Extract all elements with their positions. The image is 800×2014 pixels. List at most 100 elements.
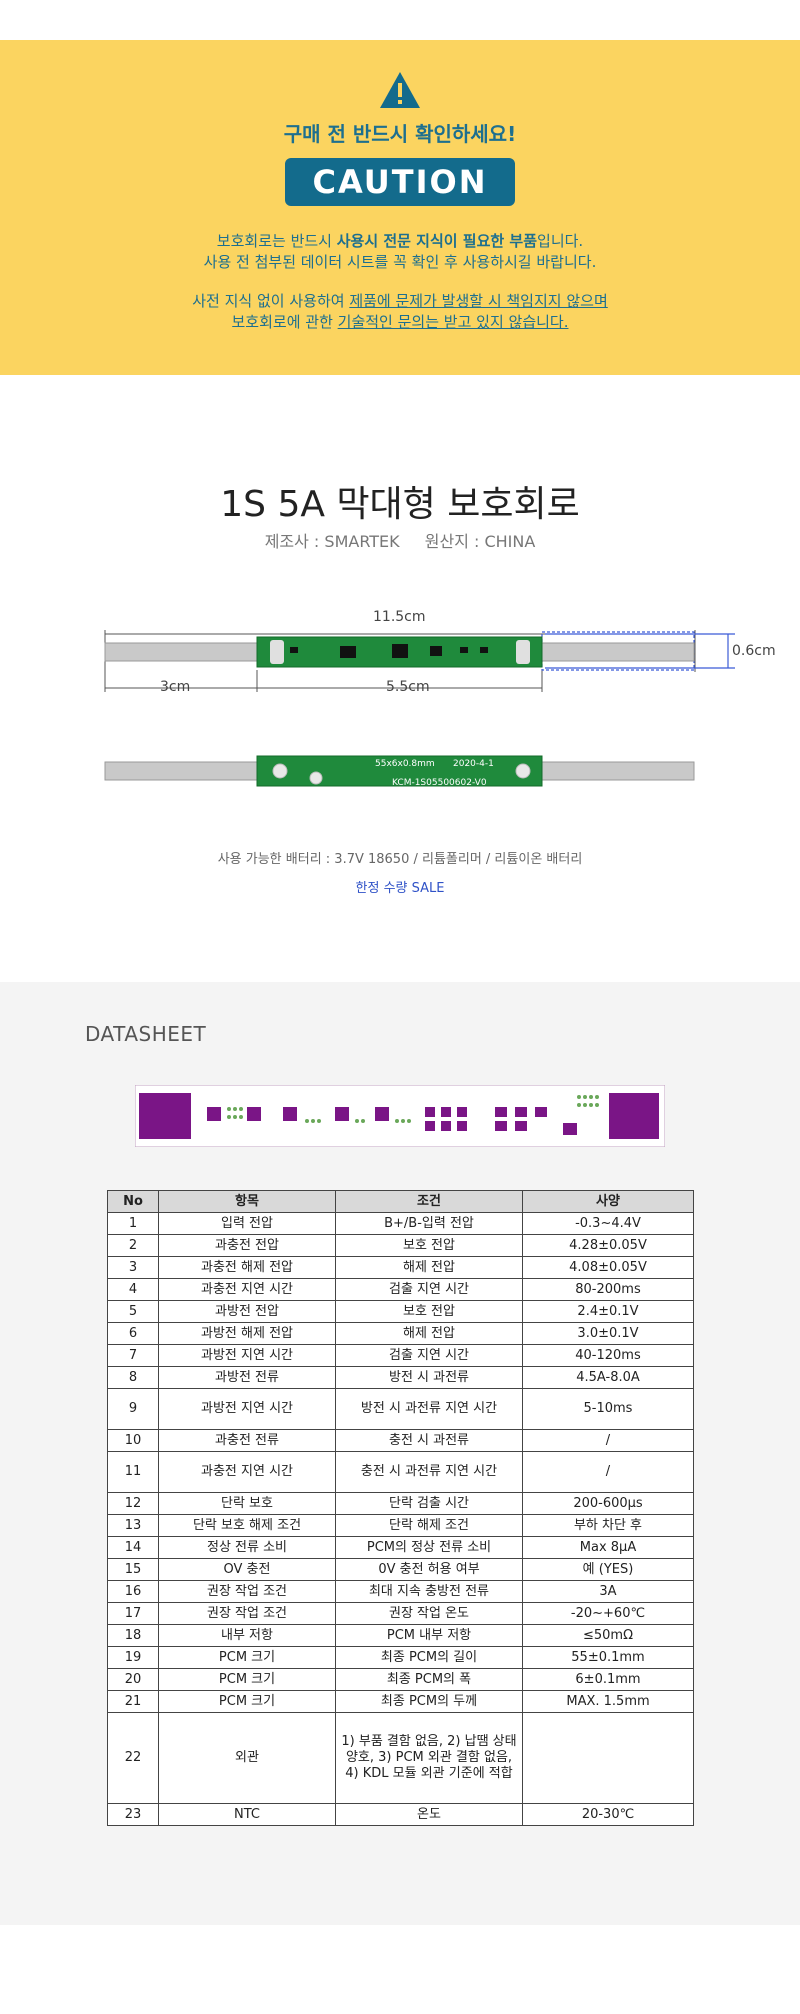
pcb-marking-size: 55x6x0.8mm (375, 759, 435, 769)
cell-no: 14 (107, 1536, 159, 1559)
cell-item: 과충전 전압 (158, 1234, 336, 1257)
cell-spec: 200-600µs (522, 1492, 694, 1515)
dim-strip-length: 3cm (160, 679, 191, 695)
cell-condition: 검출 지연 시간 (335, 1278, 523, 1301)
cell-no: 15 (107, 1558, 159, 1581)
cell-condition: 최종 PCM의 폭 (335, 1668, 523, 1691)
header-item: 항목 (158, 1190, 336, 1213)
product-maker-origin: 제조사 : SMARTEK 원산지 : CHINA (0, 528, 800, 552)
cell-item: 과방전 전류 (158, 1366, 336, 1389)
pcb-marking-date: 2020-4-1 (453, 759, 494, 769)
cell-condition: 단락 검출 시간 (335, 1492, 523, 1515)
cell-no: 22 (107, 1712, 159, 1804)
cell-no: 7 (107, 1344, 159, 1367)
cell-spec (522, 1712, 694, 1804)
cell-spec: -20~+60℃ (522, 1602, 694, 1625)
cell-spec: 4.08±0.05V (522, 1256, 694, 1279)
cell-spec: / (522, 1451, 694, 1493)
metal-strip-right (541, 642, 695, 662)
cell-no: 5 (107, 1300, 159, 1323)
caution-line-1: 보호회로는 반드시 사용시 전문 지식이 필요한 부품입니다. (216, 232, 584, 250)
cell-condition: 보호 전압 (335, 1234, 523, 1257)
cell-no: 23 (107, 1803, 159, 1826)
cell-no: 11 (107, 1451, 159, 1493)
cell-spec: 6±0.1mm (522, 1668, 694, 1691)
cell-spec: 5-10ms (522, 1388, 694, 1430)
pcb-board-bottom (256, 755, 543, 787)
cell-condition: 최종 PCM의 두께 (335, 1690, 523, 1713)
cell-spec: 2.4±0.1V (522, 1300, 694, 1323)
cell-condition: 방전 시 과전류 (335, 1366, 523, 1389)
cell-no: 9 (107, 1388, 159, 1430)
cell-item: OV 충전 (158, 1558, 336, 1581)
cell-item: 과방전 해제 전압 (158, 1322, 336, 1345)
cell-condition: 해제 전압 (335, 1322, 523, 1345)
header-no: No (107, 1190, 159, 1213)
cell-item: PCM 크기 (158, 1668, 336, 1691)
cell-condition: 권장 작업 온도 (335, 1602, 523, 1625)
cell-spec: 40-120ms (522, 1344, 694, 1367)
compatible-battery-note: 사용 가능한 배터리 : 3.7V 18650 / 리튬폴리머 / 리튬이온 배… (217, 852, 583, 867)
cell-spec: ≤50mΩ (522, 1624, 694, 1647)
cell-condition: 최종 PCM의 길이 (335, 1646, 523, 1669)
cell-condition: PCM의 정상 전류 소비 (335, 1536, 523, 1559)
cell-item: 과방전 전압 (158, 1300, 336, 1323)
cell-no: 18 (107, 1624, 159, 1647)
cell-condition: 충전 시 과전류 (335, 1429, 523, 1452)
cell-condition: 검출 지연 시간 (335, 1344, 523, 1367)
product-title: 1S 5A 막대형 보호회로 (220, 484, 580, 525)
cell-spec: 80-200ms (522, 1278, 694, 1301)
cell-condition: PCM 내부 저항 (335, 1624, 523, 1647)
cell-item: 과충전 지연 시간 (158, 1278, 336, 1301)
cell-no: 1 (107, 1212, 159, 1235)
cell-item: 권장 작업 조건 (158, 1580, 336, 1603)
cell-no: 20 (107, 1668, 159, 1691)
cell-condition: 방전 시 과전류 지연 시간 (335, 1388, 523, 1430)
cell-spec: 4.5A-8.0A (522, 1366, 694, 1389)
origin-label: 원산지 : CHINA (424, 532, 536, 551)
cell-spec: 20-30℃ (522, 1803, 694, 1826)
cell-condition: 충전 시 과전류 지연 시간 (335, 1451, 523, 1493)
cell-no: 16 (107, 1580, 159, 1603)
cell-no: 21 (107, 1690, 159, 1713)
cell-no: 12 (107, 1492, 159, 1515)
caution-line-2: 사용 전 첨부된 데이터 시트를 꼭 확인 후 사용하시길 바랍니다. (203, 253, 597, 271)
sale-label: 한정 수량 SALE (355, 881, 445, 896)
cell-item: 단락 보호 (158, 1492, 336, 1515)
product-dimension-drawing (104, 630, 735, 787)
header-spec: 사양 (522, 1190, 694, 1213)
pcb-layout-drawing (135, 1085, 665, 1147)
cell-spec: -0.3~4.4V (522, 1212, 694, 1235)
cell-no: 4 (107, 1278, 159, 1301)
cell-no: 13 (107, 1514, 159, 1537)
cell-spec: Max 8µA (522, 1536, 694, 1559)
cell-item: 입력 전압 (158, 1212, 336, 1235)
cell-no: 3 (107, 1256, 159, 1279)
cell-condition: 단락 해제 조건 (335, 1514, 523, 1537)
caution-banner: 구매 전 반드시 확인하세요! CAUTION 보호회로는 반드시 사용시 전문… (0, 40, 800, 375)
cell-condition: 보호 전압 (335, 1300, 523, 1323)
cell-item: 과충전 전류 (158, 1429, 336, 1452)
cell-no: 2 (107, 1234, 159, 1257)
cell-spec: MAX. 1.5mm (522, 1690, 694, 1713)
